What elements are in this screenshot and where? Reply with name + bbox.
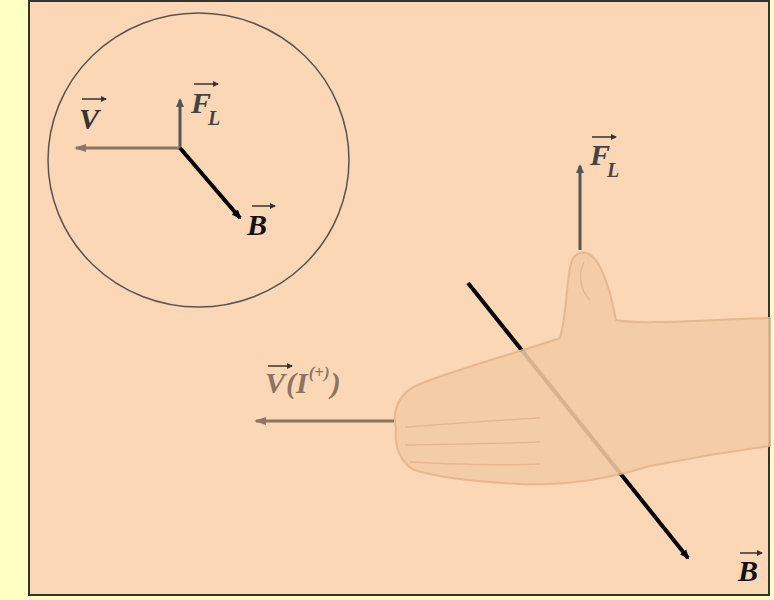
force-subscript: L bbox=[607, 160, 619, 180]
charge-sign: (+) bbox=[309, 364, 330, 381]
vector-label: V bbox=[79, 104, 99, 134]
field-label: B bbox=[738, 556, 758, 586]
vector-label: L bbox=[208, 108, 220, 128]
velocity-label: V bbox=[265, 368, 285, 398]
current-label: ) bbox=[331, 368, 341, 398]
vector-label: F bbox=[191, 88, 211, 118]
circle-outline bbox=[47, 12, 350, 308]
panel-ground bbox=[28, 0, 770, 596]
vector-label: B bbox=[247, 210, 267, 240]
force-label: F bbox=[590, 140, 610, 170]
current-label: (I bbox=[286, 368, 308, 398]
inset-circle: V FL B bbox=[47, 12, 350, 308]
